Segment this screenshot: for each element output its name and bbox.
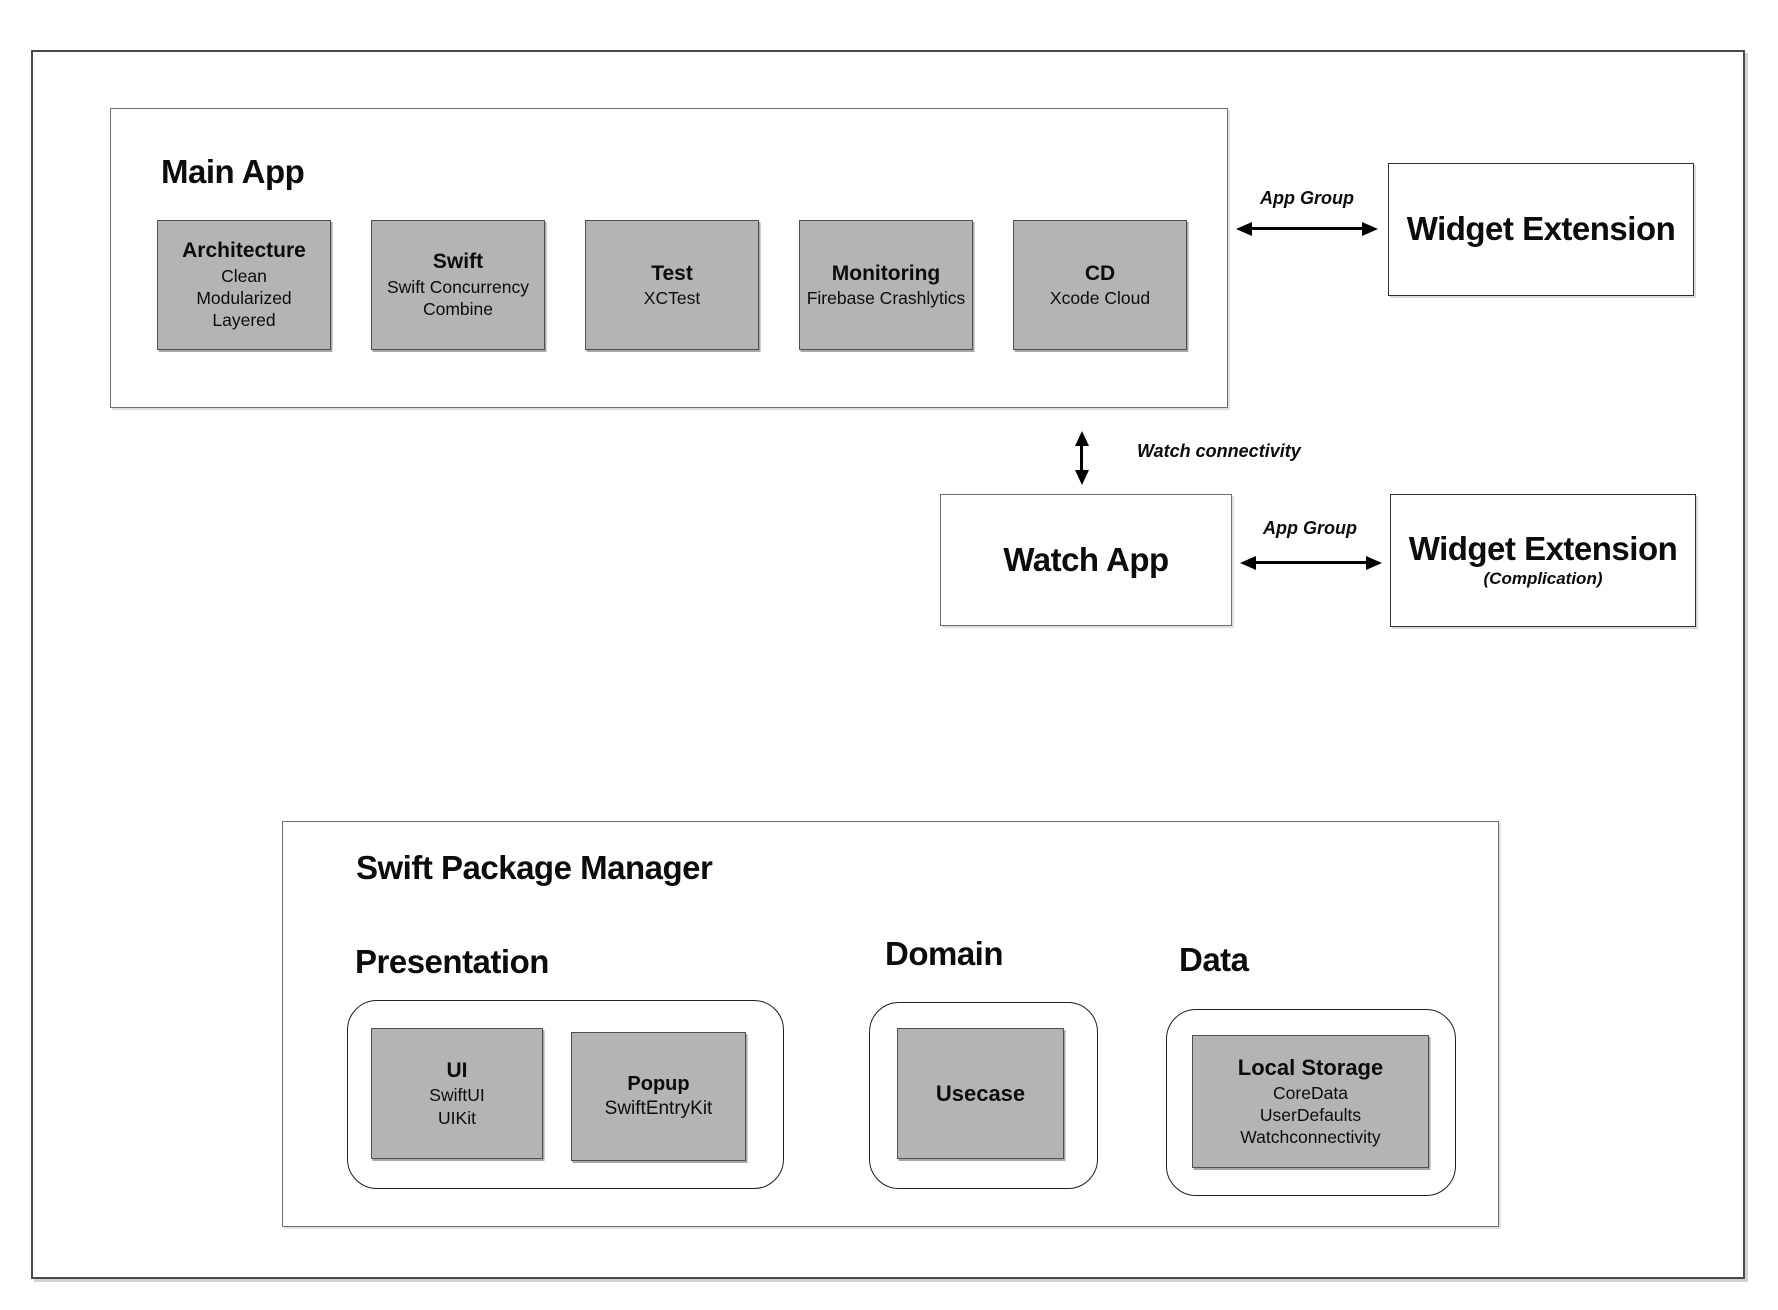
- module-line: Modularized: [196, 287, 292, 308]
- module-line: Firebase Crashlytics: [806, 287, 966, 308]
- section-heading-data: Data: [1179, 941, 1249, 978]
- module-test: Test XCTest: [585, 220, 759, 350]
- module-title: Monitoring: [831, 261, 941, 285]
- module-local-storage: Local Storage CoreData UserDefaults Watc…: [1192, 1035, 1429, 1168]
- module-line: XCTest: [643, 287, 701, 308]
- spm-box: Swift Package Manager Presentation UI Sw…: [282, 821, 1499, 1227]
- section-heading-presentation: Presentation: [355, 943, 549, 980]
- widget-extension-complication-subtitle: (Complication): [1483, 568, 1603, 588]
- watch-app-box: Watch App: [940, 494, 1232, 626]
- main-app-title: Main App: [161, 153, 305, 190]
- module-title: Popup: [627, 1072, 690, 1095]
- module-monitoring: Monitoring Firebase Crashlytics: [799, 220, 973, 350]
- main-app-box: Main App Architecture Clean Modularized …: [110, 108, 1228, 408]
- module-architecture: Architecture Clean Modularized Layered: [157, 220, 331, 350]
- watch-connectivity-label: Watch connectivity: [1137, 441, 1301, 461]
- app-group-arrow-top: [1252, 227, 1362, 230]
- module-line: UserDefaults: [1259, 1105, 1362, 1126]
- module-line: CoreData: [1273, 1082, 1348, 1103]
- module-title: Local Storage: [1237, 1055, 1384, 1081]
- watch-connectivity-arrow: [1080, 446, 1083, 470]
- module-line: Clean: [221, 265, 267, 286]
- app-group-label-watch: App Group: [1263, 518, 1357, 538]
- module-title: Swift: [432, 250, 484, 274]
- module-title: UI: [446, 1058, 468, 1082]
- widget-extension-complication-box: Widget Extension (Complication): [1390, 494, 1696, 627]
- widget-extension-complication-title: Widget Extension: [1408, 530, 1678, 568]
- module-line: Watchconnectivity: [1240, 1127, 1381, 1148]
- module-title: Usecase: [935, 1080, 1026, 1106]
- app-group-arrow-watch: [1256, 561, 1366, 564]
- section-heading-domain: Domain: [885, 935, 1004, 972]
- spm-title: Swift Package Manager: [356, 849, 713, 886]
- module-line: Xcode Cloud: [1049, 287, 1151, 308]
- module-swift: Swift Swift Concurrency Combine: [371, 220, 545, 350]
- module-line: SwiftEntryKit: [604, 1097, 713, 1119]
- module-line: Swift Concurrency: [387, 276, 529, 297]
- widget-extension-title: Widget Extension: [1406, 210, 1676, 248]
- module-title: Test: [651, 261, 693, 285]
- module-ui: UI SwiftUI UIKit: [371, 1028, 543, 1159]
- module-line: SwiftUI: [429, 1085, 485, 1106]
- module-popup: Popup SwiftEntryKit: [571, 1032, 746, 1161]
- watch-app-title: Watch App: [1003, 540, 1169, 578]
- module-usecase: Usecase: [897, 1028, 1064, 1159]
- module-cd: CD Xcode Cloud: [1013, 220, 1187, 350]
- app-group-label-top: App Group: [1260, 188, 1354, 208]
- module-title: CD: [1084, 261, 1116, 285]
- widget-extension-box: Widget Extension: [1388, 163, 1694, 296]
- module-title: Architecture: [182, 239, 306, 263]
- module-line: Combine: [422, 299, 494, 320]
- module-line: UIKit: [438, 1107, 476, 1128]
- module-line: Layered: [212, 310, 276, 331]
